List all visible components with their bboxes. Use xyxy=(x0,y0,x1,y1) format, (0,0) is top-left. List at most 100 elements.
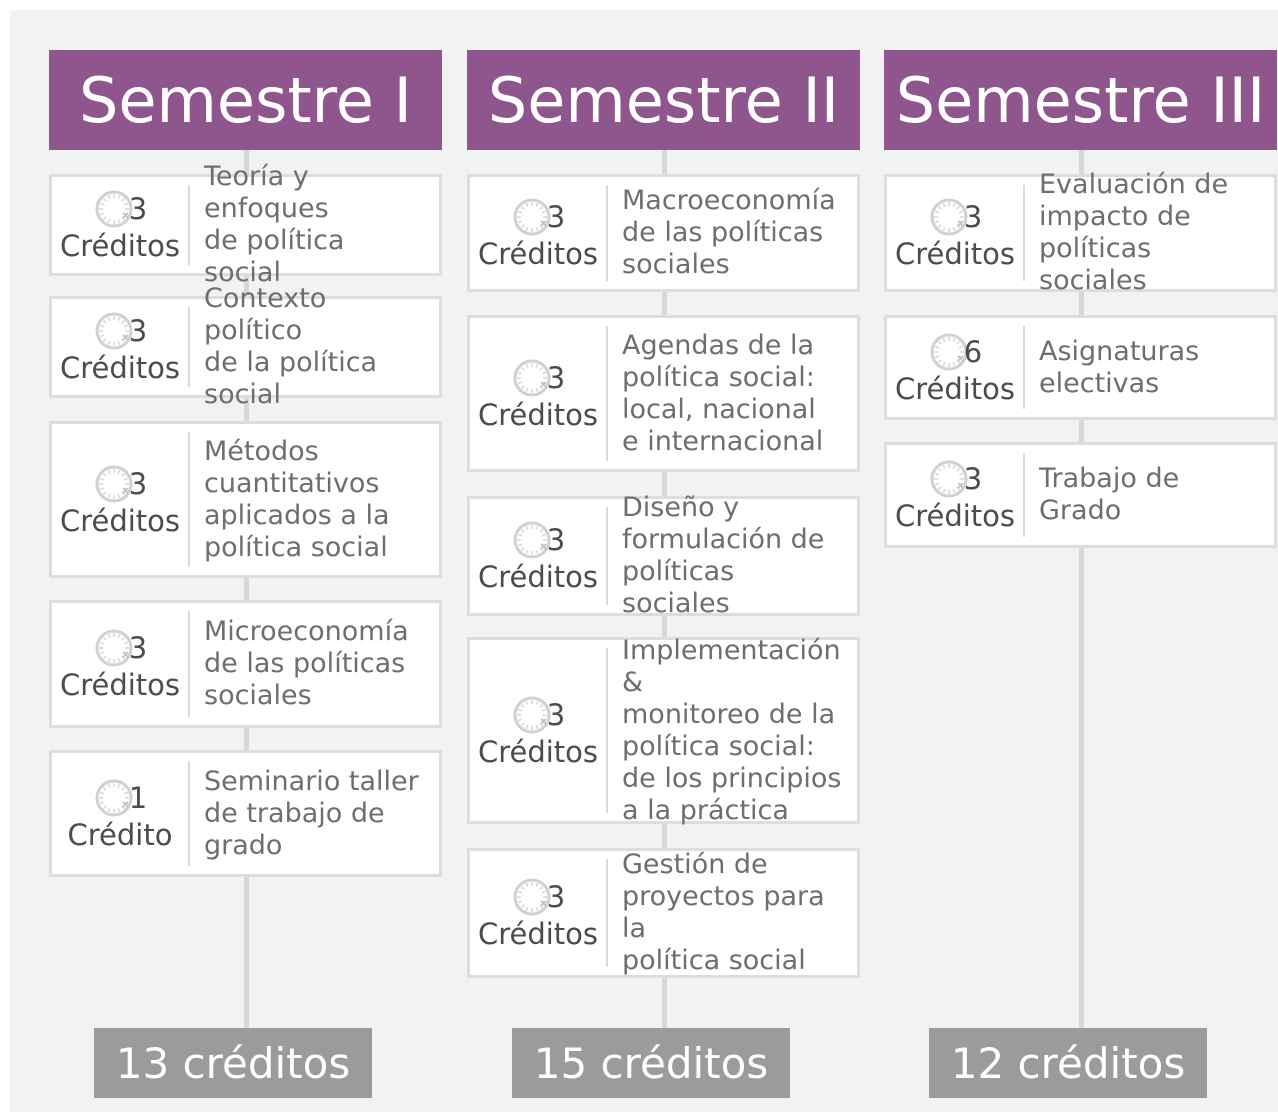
credit-badge: 3 Créditos xyxy=(470,499,606,613)
credit-dial-icon xyxy=(930,198,968,236)
card-divider xyxy=(1023,326,1025,409)
course-title: Trabajo de Grado xyxy=(1039,463,1180,526)
credit-count: 3 xyxy=(546,200,566,234)
credit-badge: 3 Créditos xyxy=(52,299,188,395)
credit-count: 6 xyxy=(963,334,983,369)
credit-badge: 3 Créditos xyxy=(470,177,606,289)
credit-badge: 3 Créditos xyxy=(52,603,188,725)
course-card: 3 Créditos Trabajo de Grado xyxy=(884,442,1277,548)
semester-header: Semestre III xyxy=(884,50,1277,150)
course-title: Evaluación de impacto de políticas socia… xyxy=(1039,169,1229,296)
credit-count: 3 xyxy=(128,192,148,226)
credit-dial-icon xyxy=(95,779,133,816)
credit-badge: 1 Crédito xyxy=(52,753,188,874)
credit-dial-icon xyxy=(95,312,133,350)
credit-unit: Créditos xyxy=(477,734,599,769)
credit-badge: 3 Créditos xyxy=(52,177,188,273)
credit-unit: Créditos xyxy=(59,503,181,538)
credit-badge: 3 Créditos xyxy=(470,318,606,469)
credit-dial-icon xyxy=(513,521,551,559)
credit-unit: Créditos xyxy=(477,237,599,271)
credit-badge: 3 Créditos xyxy=(887,177,1023,289)
card-divider xyxy=(188,761,190,866)
course-card: 3 Créditos Agendas de la política social… xyxy=(467,315,860,472)
credit-dial-icon xyxy=(513,696,551,733)
course-title: Microeconomía de las políticas sociales xyxy=(204,616,409,711)
credit-count: 3 xyxy=(128,466,148,501)
credit-unit: Créditos xyxy=(477,560,599,594)
credit-count: 1 xyxy=(128,780,148,815)
card-divider xyxy=(1023,453,1025,537)
credit-count: 3 xyxy=(128,314,148,348)
credit-badge: 3 Créditos xyxy=(470,851,606,975)
credit-dial-icon xyxy=(930,460,968,498)
card-divider xyxy=(606,507,608,605)
credit-unit: Créditos xyxy=(59,351,181,385)
card-divider xyxy=(606,648,608,813)
course-card: 3 Créditos Teoría y enfoques de política… xyxy=(49,161,442,288)
card-divider xyxy=(188,185,190,265)
credit-unit: Créditos xyxy=(894,499,1016,533)
credit-dial-icon xyxy=(95,465,133,502)
semester-column-1: Semestre I 3 Créditos Teoría y enfoques … xyxy=(49,50,442,1100)
course-card: 3 Créditos Macroeconomía de las política… xyxy=(467,174,860,292)
course-title: Teoría y enfoques de política social xyxy=(204,161,345,288)
course-card: 3 Créditos Gestión de proyectos para la … xyxy=(467,848,860,978)
course-title: Seminario taller de trabajo de grado xyxy=(204,765,419,861)
credit-count: 3 xyxy=(128,631,148,665)
card-divider xyxy=(606,185,608,281)
course-title: Implementación & monitoreo de la polític… xyxy=(622,634,842,826)
credit-badge: 3 Créditos xyxy=(887,445,1023,545)
card-divider xyxy=(188,611,190,717)
credit-unit: Créditos xyxy=(477,397,599,432)
credit-dial-icon xyxy=(95,190,133,228)
timeline-connector xyxy=(1078,150,1084,1030)
course-card: 3 Créditos Implementación & monitoreo de… xyxy=(467,634,860,826)
credit-dial-icon xyxy=(513,198,551,236)
curriculum-diagram: Semestre I 3 Créditos Teoría y enfoques … xyxy=(10,10,1278,1112)
credit-count: 3 xyxy=(963,462,983,496)
credit-dial-icon xyxy=(513,878,551,916)
credit-count: 3 xyxy=(963,200,983,234)
credit-dial-icon xyxy=(930,333,968,370)
semester-column-2: Semestre II 3 Créditos Macroeconomía de … xyxy=(467,50,860,1100)
credit-unit: Crédito xyxy=(67,817,173,852)
course-card: 6 Créditos Asignaturas electivas xyxy=(884,315,1277,420)
semester-total: 12 créditos xyxy=(929,1028,1207,1098)
course-card: 3 Créditos Métodos cuantitativos aplicad… xyxy=(49,421,442,578)
card-divider xyxy=(1023,185,1025,281)
credit-unit: Créditos xyxy=(477,917,599,951)
credit-dial-icon xyxy=(513,359,551,396)
semester-total: 13 créditos xyxy=(94,1028,372,1098)
course-title: Diseño y formulación de políticas social… xyxy=(622,492,825,619)
semester-total: 15 créditos xyxy=(512,1028,790,1098)
card-divider xyxy=(188,432,190,567)
credit-count: 3 xyxy=(546,360,566,395)
course-title: Métodos cuantitativos aplicados a la pol… xyxy=(204,435,390,563)
course-card: 3 Créditos Diseño y formulación de polít… xyxy=(467,492,860,619)
semester-column-3: Semestre III 3 Créditos Evaluación de im… xyxy=(884,50,1277,1100)
credit-dial-icon xyxy=(95,629,133,667)
course-title: Gestión de proyectos para la política so… xyxy=(622,849,825,976)
course-title: Agendas de la política social: local, na… xyxy=(622,329,824,457)
credit-count: 3 xyxy=(546,697,566,732)
credit-badge: 6 Créditos xyxy=(887,318,1023,417)
credit-unit: Créditos xyxy=(59,668,181,702)
credit-badge: 3 Créditos xyxy=(52,424,188,575)
credit-unit: Créditos xyxy=(894,371,1016,406)
card-divider xyxy=(606,859,608,967)
course-title: Macroeconomía de las políticas sociales xyxy=(622,185,836,280)
credit-unit: Créditos xyxy=(59,229,181,263)
timeline-connector xyxy=(243,150,249,1030)
semester-header: Semestre I xyxy=(49,50,442,150)
course-title: Asignaturas electivas xyxy=(1039,335,1200,399)
card-divider xyxy=(606,326,608,461)
credit-count: 3 xyxy=(546,523,566,557)
credit-unit: Créditos xyxy=(894,237,1016,271)
semester-header: Semestre II xyxy=(467,50,860,150)
credit-count: 3 xyxy=(546,880,566,914)
course-card: 3 Créditos Microeconomía de las política… xyxy=(49,600,442,728)
card-divider xyxy=(188,307,190,387)
credit-badge: 3 Créditos xyxy=(470,640,606,821)
course-card: 1 Crédito Seminario taller de trabajo de… xyxy=(49,750,442,877)
